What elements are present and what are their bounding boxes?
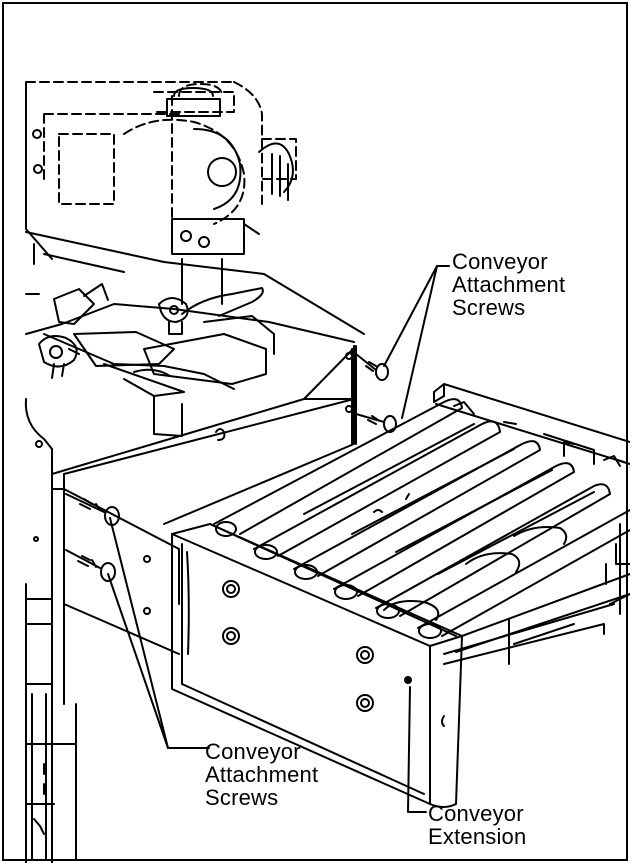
machine-legs (25, 583, 77, 863)
machine-side-frame (24, 345, 357, 655)
screw-upper-1 (355, 353, 389, 381)
machine-upper-housing (25, 81, 297, 225)
callout-top-attachment-screws: Conveyor Attachment Screws (452, 249, 566, 320)
conveyor-extension-illustration (24, 81, 630, 863)
machine-upper-solid (25, 81, 294, 305)
callout-bottom-attachment-screws: Conveyor Attachment Screws (205, 739, 319, 810)
attachment-screws (65, 353, 397, 582)
leader-lines (107, 265, 450, 813)
screw-upper-2 (355, 413, 397, 433)
screw-lower-2 (65, 549, 116, 582)
rollers (213, 398, 630, 639)
roller-conveyor-extension (171, 383, 630, 808)
callout-conveyor-extension: Conveyor Extension (428, 801, 527, 849)
machine-deck (25, 231, 365, 437)
